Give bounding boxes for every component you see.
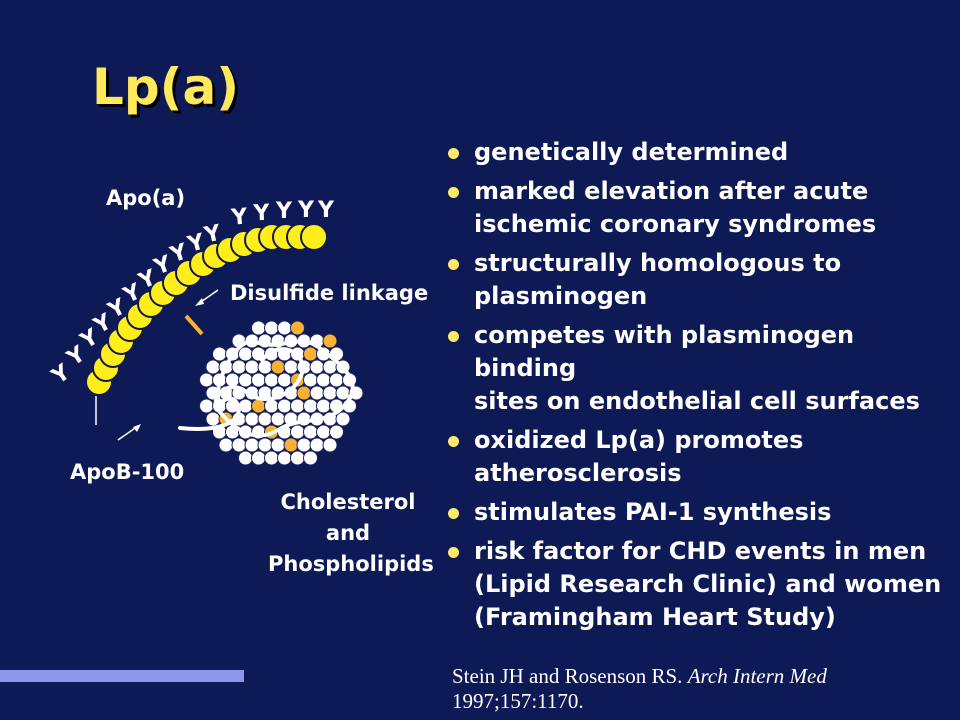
- bullet-dot-icon: [448, 436, 459, 447]
- svg-text:Y: Y: [317, 198, 335, 223]
- bullet-text: competes with plasminogen binding sites …: [474, 321, 920, 415]
- bullet-dot-icon: [448, 259, 459, 270]
- svg-text:Y: Y: [275, 199, 293, 224]
- slide-title: Lp(a): [92, 58, 240, 116]
- citation-journal: Arch Intern Med: [687, 664, 827, 688]
- citation: Stein JH and Rosenson RS. Arch Intern Me…: [452, 664, 960, 714]
- bullet-item: marked elevation after acute ischemic co…: [446, 175, 946, 241]
- bullet-item: risk factor for CHD events in men (Lipid…: [446, 535, 946, 634]
- bullet-list: genetically determined marked elevation a…: [446, 136, 946, 640]
- bullet-item: competes with plasminogen binding sites …: [446, 319, 946, 418]
- svg-text:Y: Y: [229, 204, 249, 230]
- svg-text:Y: Y: [297, 198, 315, 223]
- apo-a-bead-chain: [85, 223, 328, 396]
- bullet-text: genetically determined: [474, 138, 789, 166]
- bullet-text: oxidized Lp(a) promotes atherosclerosis: [474, 426, 804, 487]
- citation-authors: Stein JH and Rosenson RS.: [452, 664, 683, 688]
- apob-100-label: ApoB-100: [70, 460, 185, 484]
- bullet-text: marked elevation after acute ischemic co…: [474, 177, 877, 238]
- accent-bar: [0, 670, 244, 682]
- lipid-core-label: Cholesterol and Phospholipids: [268, 490, 434, 576]
- disulfide-linkage-label: Disulfide linkage: [230, 281, 429, 305]
- svg-text:Y: Y: [184, 229, 208, 258]
- bullet-dot-icon: [448, 148, 459, 159]
- bullet-dot-icon: [448, 187, 459, 198]
- disulfide-arrow: [195, 289, 219, 306]
- bullet-text: structurally homologous to plasminogen: [474, 249, 842, 310]
- citation-details: 1997;157:1170.: [452, 689, 584, 713]
- bullet-item: genetically determined: [446, 136, 946, 169]
- bullet-dot-icon: [448, 547, 459, 558]
- bullet-dot-icon: [448, 331, 459, 342]
- apob-strand: [178, 339, 355, 438]
- disulfide-bond: [184, 314, 204, 336]
- bullet-text: risk factor for CHD events in men (Lipid…: [474, 537, 942, 631]
- bullet-item: stimulates PAI-1 synthesis: [446, 496, 946, 529]
- bullet-dot-icon: [448, 508, 459, 519]
- svg-text:Y: Y: [252, 201, 271, 227]
- apo-a-label: Apo(a): [106, 186, 186, 210]
- bullet-item: oxidized Lp(a) promotes atherosclerosis: [446, 424, 946, 490]
- svg-text:Y: Y: [201, 221, 224, 249]
- bullet-item: structurally homologous to plasminogen: [446, 247, 946, 313]
- apob-arrow: [117, 424, 141, 441]
- bullet-text: stimulates PAI-1 synthesis: [474, 498, 832, 526]
